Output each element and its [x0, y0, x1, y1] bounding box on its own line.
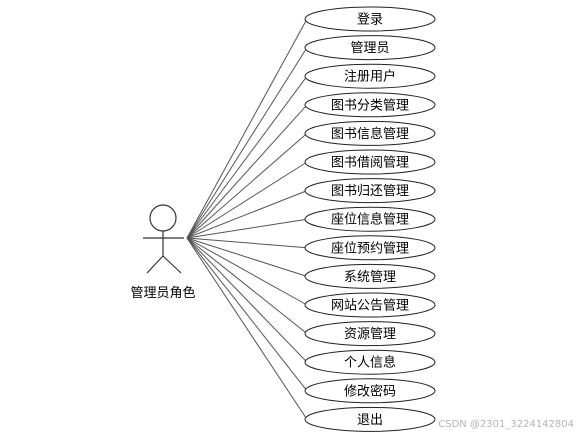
use-case-ellipse: [304, 35, 436, 61]
use-case-ellipse: [304, 292, 436, 318]
connector-line: [186, 237, 308, 249]
connector-line: [186, 190, 308, 239]
use-case-label: 图书借阅管理: [331, 156, 409, 171]
connector-line: [186, 237, 308, 334]
use-case-ellipse: [304, 321, 436, 347]
actor-left-leg: [146, 255, 164, 274]
use-case-ellipse: [304, 235, 436, 261]
use-case: 登录: [304, 6, 436, 32]
use-case: 图书分类管理: [304, 92, 436, 118]
use-case-ellipse: [304, 178, 436, 204]
use-case-label: 系统管理: [344, 270, 396, 285]
connector-line: [186, 18, 308, 239]
use-case: 网站公告管理: [304, 292, 436, 318]
connector-line: [186, 237, 308, 363]
connector-line: [186, 218, 308, 239]
use-case-label: 座位信息管理: [331, 212, 409, 228]
watermark: CSDN @2301_3224142804: [438, 419, 574, 430]
use-case-ellipse: [304, 263, 436, 289]
use-case-label: 修改密码: [344, 383, 396, 399]
use-case: 个人信息: [304, 349, 436, 375]
use-case: 图书信息管理: [304, 120, 436, 146]
use-case-label: 图书信息管理: [331, 126, 409, 142]
use-case: 管理员: [304, 35, 436, 61]
use-case-label: 网站公告管理: [331, 299, 409, 314]
connector-line: [186, 133, 308, 239]
actor-head: [149, 204, 177, 232]
use-case: 修改密码: [304, 378, 436, 404]
use-case-ellipse: [304, 120, 436, 146]
use-case-ellipse: [304, 378, 436, 404]
use-case: 注册用户: [304, 63, 436, 89]
use-case: 座位信息管理: [304, 206, 436, 232]
use-case: 资源管理: [304, 321, 436, 347]
use-case: 退出: [304, 406, 436, 432]
connector-line: [186, 104, 308, 239]
use-case-ellipse: [304, 206, 436, 232]
connector-line: [186, 237, 308, 306]
connector-line: [186, 237, 308, 420]
connector-line: [186, 47, 308, 239]
connector-line: [186, 237, 308, 277]
use-case-label: 图书分类管理: [331, 98, 409, 113]
use-case-ellipse: [304, 149, 436, 175]
use-case-label: 退出: [357, 413, 383, 428]
use-case: 图书借阅管理: [304, 149, 436, 175]
use-case-label: 登录: [357, 13, 383, 28]
connector-line: [186, 237, 308, 392]
use-case-label: 管理员: [350, 41, 389, 56]
use-case: 系统管理: [304, 263, 436, 289]
use-case-ellipse: [304, 92, 436, 118]
use-case-ellipse: [304, 6, 436, 32]
use-case-ellipse: [304, 406, 436, 432]
connector-lines: [186, 18, 308, 420]
use-case-ellipse: [304, 63, 436, 89]
use-case-label: 注册用户: [344, 69, 396, 85]
use-case-label: 座位预约管理: [331, 241, 409, 256]
use-case-label: 图书归还管理: [331, 184, 409, 199]
connector-line: [186, 161, 308, 239]
use-case-label: 资源管理: [344, 327, 396, 342]
use-case-label: 个人信息: [344, 355, 396, 371]
use-case: 图书归还管理: [304, 178, 436, 204]
actor-administrator: 管理员角色: [130, 204, 196, 301]
actor-right-leg: [162, 255, 182, 274]
connector-line: [186, 75, 308, 239]
use-case: 座位预约管理: [304, 235, 436, 261]
use-case-ellipse: [304, 349, 436, 375]
actor-label: 管理员角色: [130, 285, 195, 301]
use-case-list: 登录管理员注册用户图书分类管理图书信息管理图书借阅管理图书归还管理座位信息管理座…: [304, 6, 436, 432]
